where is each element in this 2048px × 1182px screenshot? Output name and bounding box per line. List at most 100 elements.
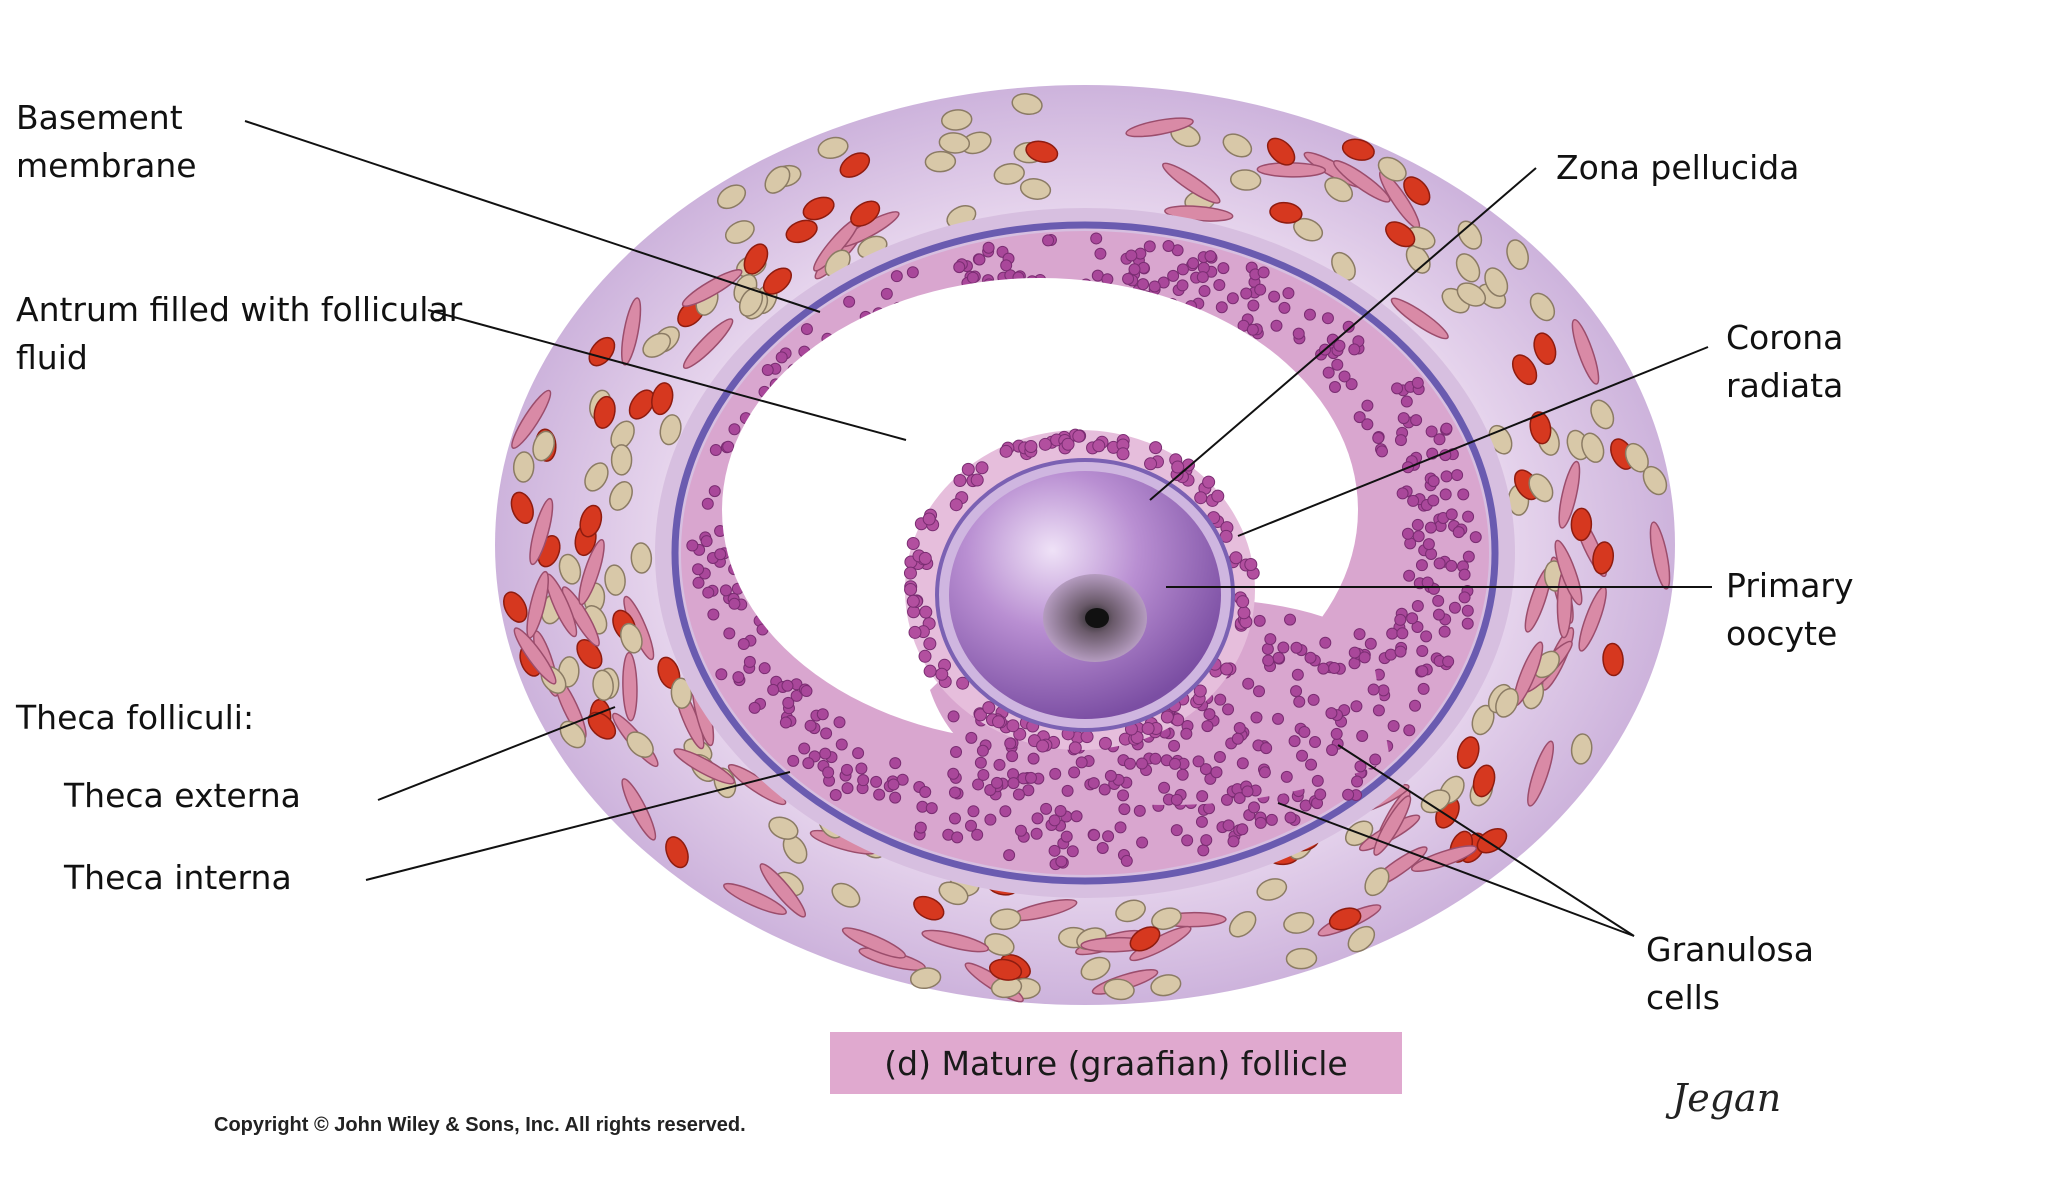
granulosa-cell <box>857 774 870 787</box>
blood-cell <box>1025 140 1059 163</box>
granulosa-cell <box>1042 234 1055 247</box>
spindle-cell <box>921 929 990 953</box>
granulosa-cell <box>737 638 750 651</box>
theca-cell <box>558 553 582 585</box>
corona-cell <box>1036 739 1050 753</box>
granulosa-cell <box>873 788 886 801</box>
granulosa-cell <box>1461 617 1474 630</box>
blood-cell <box>503 591 528 623</box>
cumulus-cell <box>1364 637 1377 650</box>
blood-cell <box>665 836 689 869</box>
spindle-cell <box>622 651 638 722</box>
blood-cell <box>743 243 769 275</box>
label-primary-oocyte-line1: Primary <box>1726 566 1854 605</box>
granulosa-cell <box>1254 816 1267 829</box>
blood-cell <box>762 267 792 295</box>
granulosa-cell <box>966 271 979 284</box>
cumulus-cell <box>1233 792 1246 805</box>
blood-cell <box>1511 354 1538 386</box>
cumulus-cell <box>1201 720 1214 733</box>
cumulus-cell <box>1241 785 1254 798</box>
granulosa-cell <box>1462 550 1475 563</box>
granulosa-cell <box>855 762 868 775</box>
granulosa-cell <box>1372 431 1385 444</box>
theca-cell <box>1285 947 1318 970</box>
corona-cell <box>1006 719 1020 733</box>
theca-cell <box>559 720 586 749</box>
corona-cell <box>922 512 936 526</box>
granulosa-cell <box>1338 370 1351 383</box>
blood-cell <box>576 639 603 670</box>
granulosa-cell <box>790 689 803 702</box>
cumulus-cell <box>1317 662 1330 675</box>
theca-cell <box>532 430 555 462</box>
granulosa-cell <box>1167 269 1180 282</box>
label-theca-folliculi: Theca folliculi: <box>16 698 255 737</box>
cumulus-cell <box>1049 767 1062 780</box>
theca-cell <box>724 220 755 244</box>
theca-cell <box>993 163 1025 185</box>
granulosa-cell <box>1196 271 1209 284</box>
cumulus-cell <box>1277 641 1290 654</box>
cumulus-cell <box>1149 752 1162 765</box>
blood-cell <box>1592 541 1615 575</box>
granulosa-cell <box>1248 801 1261 814</box>
theca-cell <box>1151 907 1182 931</box>
granulosa-cell <box>841 782 854 795</box>
spindle-cell <box>723 882 787 915</box>
granulosa-cell <box>1415 559 1428 572</box>
granulosa-cell <box>1203 802 1216 815</box>
granulosa-cell <box>951 831 964 844</box>
granulosa-cell <box>1424 521 1437 534</box>
granulosa-cell <box>889 791 902 804</box>
label-granulosa-cells-line1: Granulosa <box>1646 930 1814 969</box>
leader-corona-radiata <box>1237 346 1709 537</box>
cumulus-cell <box>1288 735 1301 748</box>
granulosa-cell <box>722 440 735 453</box>
granulosa-cell <box>973 253 986 266</box>
granulosa-cell <box>709 444 722 457</box>
granulosa-cell <box>1376 445 1389 458</box>
corona-cell <box>935 667 949 681</box>
corona-cell <box>982 701 996 715</box>
granulosa-cell <box>1090 232 1103 245</box>
theca-cell <box>604 564 626 596</box>
granulosa-cell <box>1181 834 1194 847</box>
cumulus-cell <box>1356 730 1369 743</box>
granulosa-cell <box>835 738 848 751</box>
theca-cell <box>924 150 957 173</box>
granulosa-cell <box>1137 278 1150 291</box>
corona-cell <box>973 708 987 722</box>
theca-cell <box>1405 244 1431 274</box>
cumulus-cell <box>1280 770 1293 783</box>
granulosa-cell <box>1120 854 1133 867</box>
theca-cell <box>1364 867 1390 897</box>
cumulus-cell <box>1326 743 1339 756</box>
granulosa-cell <box>1400 395 1413 408</box>
theca-cell <box>1581 432 1605 463</box>
blood-cell <box>1602 642 1624 677</box>
theca-cell <box>1484 267 1509 297</box>
leader-basement-membrane <box>244 120 821 313</box>
granulosa-cell <box>1406 612 1419 625</box>
blood-cell <box>1385 221 1416 248</box>
cumulus-cell <box>1176 768 1189 781</box>
granulosa-cell <box>714 548 727 561</box>
granulosa-cell <box>1284 811 1297 824</box>
spindle-cell <box>681 269 743 307</box>
granulosa-cell <box>1422 538 1435 551</box>
granulosa-cell <box>782 696 795 709</box>
granulosa-cell <box>971 828 984 841</box>
granulosa-cell <box>964 819 977 832</box>
corona-cell <box>918 551 932 565</box>
theca-cell <box>938 881 969 906</box>
granulosa-cell <box>889 757 902 770</box>
blood-cell <box>1529 411 1552 445</box>
corona-cell <box>1072 429 1086 443</box>
granulosa-cell <box>840 763 853 776</box>
corona-cell <box>1068 741 1082 755</box>
granulosa-cell <box>1198 285 1211 298</box>
corona-cell <box>1160 710 1174 724</box>
granulosa-cell <box>732 671 745 684</box>
granulosa-cell <box>833 716 846 729</box>
